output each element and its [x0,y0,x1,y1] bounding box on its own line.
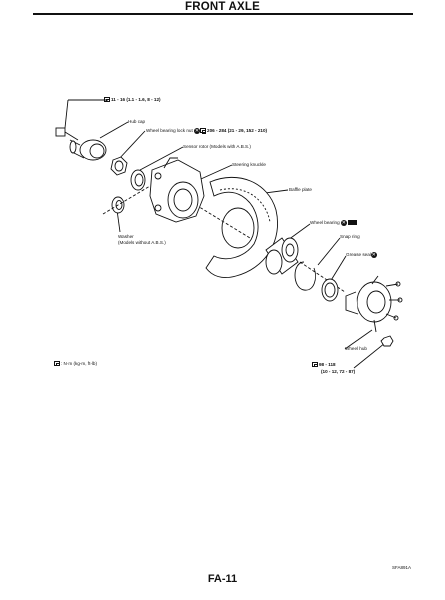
header-rule [33,13,413,15]
torque-wrench-icon [312,361,318,368]
steering-knuckle [149,157,205,223]
replace-part-icon: ✕ [194,127,201,134]
label-washer: Washer (Models without A.B.S.) [118,234,166,245]
hub-bolt [55,127,79,141]
wheel-bearing-lock-nut [110,156,128,176]
label-hub-torque-alt: (10 - 12, 72 - 87) [321,369,356,374]
label-grease-seal: Grease seal✕ [346,251,377,258]
replace-part-icon: ✕ [340,219,347,226]
label-baffle-plate: Baffle plate [289,187,312,192]
page-number: FA-11 [207,573,238,585]
sensor-rotor [130,169,146,191]
hub-cap [69,139,107,161]
label-snap-ring: Snap ring [340,234,360,239]
replace-part-icon: ✕ [370,251,377,258]
legend-torque-unit: : N·m (kg-m, ft-lb) [54,360,97,367]
grease-seal [321,278,339,302]
baffle-plate [205,177,278,279]
label-lock-nut: Wheel bearing lock nut ✕206 - 284 (21 - … [146,127,268,134]
label-torque-top: 11 - 16 (1.1 - 1.6, 8 - 12) [104,96,161,103]
torque-wrench-icon [54,360,60,367]
label-hub-cap: Hub cap [128,119,146,124]
torque-wrench-icon [200,128,207,134]
grease-pack-icon [347,220,357,225]
torque-wrench-icon [104,96,110,103]
wheel-bearing [265,237,299,275]
wheel-hub [345,275,403,333]
label-wheel-hub: Wheel hub [345,346,367,351]
label-wheel-bearing: Wheel bearing ✕ [310,219,357,226]
wheel-nut [380,335,394,347]
page-title: FRONT AXLE [0,1,445,13]
snap-ring [294,261,316,291]
figure-reference-code: SFA891A [392,565,412,570]
label-steering-knuckle: Steering knuckle [232,162,266,167]
label-hub-torque: 98 - 118 [312,361,336,368]
label-sensor-rotor: Sensor rotor (Models with A.B.S.) [183,144,251,149]
